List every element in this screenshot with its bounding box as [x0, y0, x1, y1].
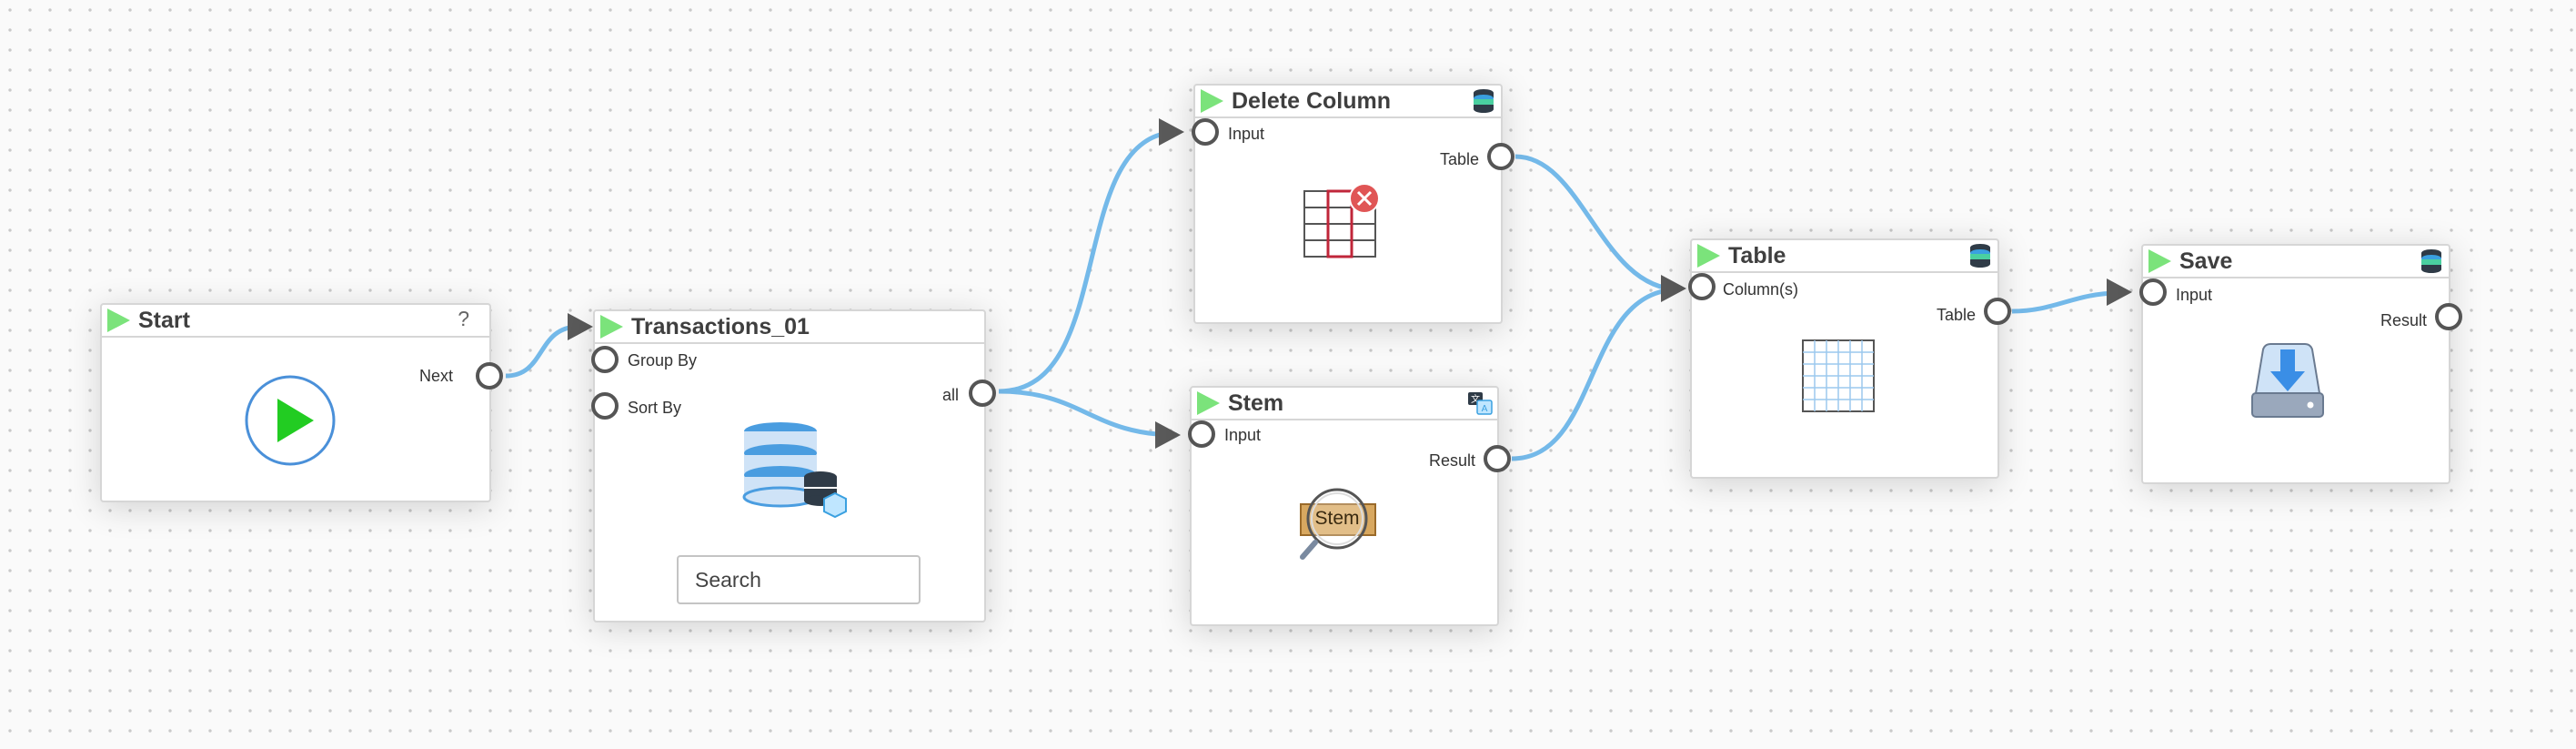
transactions-input-port-sort-by[interactable] [591, 392, 619, 420]
delete-column-output-port-table[interactable] [1487, 143, 1514, 170]
stem-output-port-result[interactable] [1484, 445, 1511, 472]
help-icon[interactable]: ? [458, 307, 469, 330]
svg-text:A: A [1482, 404, 1488, 414]
stem-illustration-label: Stem [1314, 508, 1360, 529]
database-icon [1474, 89, 1494, 113]
table-input-arrow [1661, 275, 1686, 302]
play-circle-icon [245, 375, 336, 466]
table-input-label: Column(s) [1723, 280, 1799, 299]
stem-input-label: Input [1224, 426, 1262, 444]
delete-column-input-port[interactable] [1192, 118, 1219, 146]
save-input-arrow [2107, 278, 2132, 306]
delete-column-output-label-table: Table [1439, 150, 1479, 168]
wire-delete-column-to-table[interactable] [1514, 154, 1680, 292]
transactions-output-label-all: all [941, 386, 959, 404]
table-output-port-table[interactable] [1984, 298, 2011, 325]
delete-column-input-label: Input [1228, 125, 1265, 143]
save-download-icon [2251, 343, 2324, 418]
save-input-label: Input [2176, 286, 2213, 304]
table-node-title: Table [1728, 243, 1786, 268]
transactions-input-port-group-by[interactable] [591, 346, 619, 373]
table-node-header[interactable]: Table [1692, 240, 1997, 273]
wire-transactions-to-stem[interactable] [998, 389, 1178, 438]
delete-column-node-title: Delete Column [1232, 88, 1392, 114]
wire-stem-to-table[interactable] [1511, 287, 1680, 461]
wire-table-to-save[interactable] [2011, 290, 2120, 314]
search-input[interactable] [677, 555, 921, 604]
delete-column-node[interactable]: Delete Column Input Table [1192, 84, 1514, 324]
wire-transactions-to-delete-column[interactable] [998, 129, 1180, 394]
run-triangle-icon[interactable] [600, 315, 623, 339]
transactions-input-label-sort-by: Sort By [628, 399, 682, 417]
transactions-input-label-group-by: Group By [628, 351, 698, 369]
save-input-port[interactable] [2139, 278, 2167, 306]
stem-input-port[interactable] [1188, 420, 1215, 448]
stem-illustration: Stem [1297, 486, 1379, 562]
transactions-node-header[interactable]: Transactions_01 [595, 311, 984, 344]
run-triangle-icon[interactable] [107, 309, 130, 332]
stem-node-title: Stem [1228, 390, 1284, 416]
start-output-port-next[interactable] [476, 362, 503, 390]
save-output-port-result[interactable] [2435, 303, 2462, 330]
transactions-output-port-all[interactable] [969, 380, 996, 407]
run-triangle-icon[interactable] [1697, 244, 1720, 268]
database-icon [2421, 249, 2441, 273]
start-node-title: Start [138, 308, 190, 333]
svg-text:文: 文 [1471, 393, 1480, 405]
table-node[interactable]: Table Column(s) Table [1688, 238, 2011, 479]
save-node-header[interactable]: Save [2143, 246, 2449, 278]
stem-node[interactable]: Stem 文 A Input Result Stem [1188, 386, 1511, 626]
table-grid-icon [1802, 339, 1875, 412]
start-node-header[interactable]: Start ? [102, 305, 489, 338]
database-icon [742, 422, 847, 519]
magnifier-icon [1300, 488, 1376, 560]
stem-input-arrow [1155, 421, 1181, 449]
save-node[interactable]: Save Input Result [2139, 244, 2462, 484]
run-triangle-icon[interactable] [2148, 249, 2171, 273]
table-input-port[interactable] [1688, 273, 1716, 300]
start-output-label-next: Next [418, 367, 453, 385]
run-triangle-icon[interactable] [1197, 391, 1220, 415]
database-icon [1970, 244, 1990, 268]
save-node-title: Save [2179, 248, 2233, 274]
delete-column-icon [1303, 184, 1380, 258]
stem-node-header[interactable]: Stem 文 A [1192, 388, 1497, 420]
delete-column-input-arrow [1159, 118, 1184, 146]
nlp-tool-icon: 文 A [1468, 392, 1493, 415]
transactions-node[interactable]: Transactions_01 Group By Sort By all [591, 309, 996, 622]
table-output-label-table: Table [1936, 306, 1976, 324]
save-output-label-result: Result [2380, 311, 2427, 329]
transactions-input-arrow [568, 313, 593, 340]
stem-output-label-result: Result [1428, 451, 1475, 470]
delete-column-node-header[interactable]: Delete Column [1195, 86, 1501, 118]
run-triangle-icon[interactable] [1201, 89, 1223, 113]
start-node[interactable]: Start ? Next [100, 303, 503, 502]
transactions-node-title: Transactions_01 [631, 314, 810, 339]
